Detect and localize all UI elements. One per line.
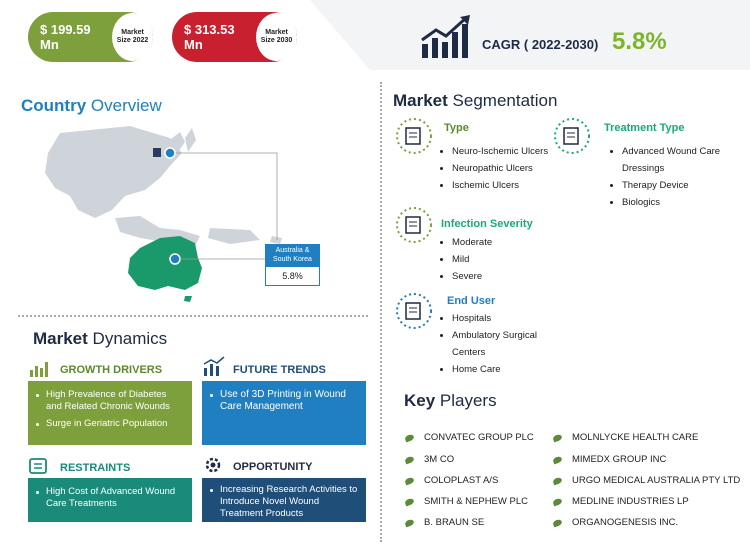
key-player-left-3: COLOPLAST A/S xyxy=(404,475,498,486)
list-item: Increasing Research Activities to Introd… xyxy=(210,484,358,520)
key-player-left-5: B. BRAUN SE xyxy=(404,517,484,528)
list-item: Advanced Wound Care Dressings xyxy=(610,143,730,177)
list-item: Surge in Geriatric Population xyxy=(36,418,184,430)
leaf-icon xyxy=(404,476,415,485)
leaf-icon xyxy=(404,497,415,506)
type-list: Neuro-Ischemic Ulcers Neuropathic Ulcers… xyxy=(440,143,550,194)
country-callout: Australia &South Korea 5.8% xyxy=(265,244,320,286)
leaf-icon xyxy=(552,476,563,485)
market-size-2022-value: $ 199.59 Mn xyxy=(40,22,91,52)
list-item: Hospitals xyxy=(440,310,555,327)
divider-horizontal xyxy=(18,315,368,317)
growth-chart-icon xyxy=(30,362,48,377)
leaf-icon xyxy=(552,433,563,442)
end-user-title: End User xyxy=(447,295,496,307)
header-band xyxy=(310,0,750,70)
leaf-icon xyxy=(404,518,415,527)
key-player-left-4: SMITH & NEPHEW PLC xyxy=(404,496,528,507)
divider-vertical xyxy=(380,82,382,542)
cagr-label: CAGR ( 2022-2030) xyxy=(482,37,599,52)
type-segment-icon xyxy=(396,118,432,154)
chart-icon xyxy=(421,15,470,58)
list-item: Mild xyxy=(440,251,550,268)
list-item: Use of 3D Printing in Wound Care Managem… xyxy=(210,389,358,413)
trend-icon xyxy=(203,356,225,376)
country-overview-heading: Country Overview xyxy=(21,96,162,115)
list-item: Neuropathic Ulcers xyxy=(440,160,550,177)
list-item: High Cost of Advanced Wound Care Treatme… xyxy=(36,486,184,510)
key-player-right-2: MIMEDX GROUP INC xyxy=(552,454,666,465)
treatment-title: Treatment Type xyxy=(604,122,685,134)
segmentation-heading: Market Segmentation xyxy=(393,91,558,110)
key-player-left-1: CONVATEC GROUP PLC xyxy=(404,432,534,443)
leaf-icon xyxy=(552,518,563,527)
key-player-right-1: MOLNLYCKE HEALTH CARE xyxy=(552,432,698,443)
key-players-heading: Key Players xyxy=(404,391,497,410)
type-title: Type xyxy=(444,122,469,134)
key-player-right-4: MEDLINE INDUSTRIES LP xyxy=(552,496,689,507)
infection-title: Infection Severity xyxy=(441,218,533,230)
country-callout-title: Australia &South Korea xyxy=(266,245,319,267)
opportunity-title: OPPORTUNITY xyxy=(233,461,313,473)
end-user-list: Hospitals Ambulatory Surgical Centers Ho… xyxy=(440,310,555,378)
treatment-segment-icon xyxy=(554,118,590,154)
restraints-box: High Cost of Advanced Wound Care Treatme… xyxy=(28,478,192,522)
future-trends-box: Use of 3D Printing in Wound Care Managem… xyxy=(202,381,366,445)
list-item: Neuro-Ischemic Ulcers xyxy=(440,143,550,160)
treatment-list: Advanced Wound Care Dressings Therapy De… xyxy=(610,143,730,211)
dynamics-heading: Market Dynamics xyxy=(33,329,168,348)
end-user-segment-icon xyxy=(396,293,432,329)
infection-list: Moderate Mild Severe xyxy=(440,234,550,285)
gear-icon xyxy=(205,457,221,473)
opportunity-box: Increasing Research Activities to Introd… xyxy=(202,478,366,522)
growth-drivers-box: High Prevalence of Diabetes and Related … xyxy=(28,381,192,445)
list-item: Ischemic Ulcers xyxy=(440,177,550,194)
shield-icon xyxy=(29,458,47,474)
list-item: Ambulatory Surgical Centers xyxy=(440,327,555,361)
cagr-value: 5.8% xyxy=(612,28,667,55)
leaf-icon xyxy=(404,455,415,464)
key-player-left-2: 3M CO xyxy=(404,454,454,465)
list-item: High Prevalence of Diabetes and Related … xyxy=(36,389,184,413)
list-item: Home Care xyxy=(440,361,555,378)
growth-drivers-title: GROWTH DRIVERS xyxy=(60,364,163,376)
country-callout-value: 5.8% xyxy=(282,270,303,281)
future-trends-title: FUTURE TRENDS xyxy=(233,364,326,376)
list-item: Moderate xyxy=(440,234,550,251)
asia-pacific-map xyxy=(45,126,282,302)
restraints-title: RESTRAINTS xyxy=(60,462,131,474)
list-item: Severe xyxy=(440,268,550,285)
infection-segment-icon xyxy=(396,207,432,243)
leaf-icon xyxy=(404,433,415,442)
leaf-icon xyxy=(552,455,563,464)
market-size-2030-value: $ 313.53 Mn xyxy=(184,22,235,52)
list-item: Biologics xyxy=(610,194,730,211)
key-player-right-5: ORGANOGENESIS INC. xyxy=(552,517,678,528)
key-player-right-3: URGO MEDICAL AUSTRALIA PTY LTD xyxy=(552,475,740,486)
leaf-icon xyxy=(552,497,563,506)
list-item: Therapy Device xyxy=(610,177,730,194)
